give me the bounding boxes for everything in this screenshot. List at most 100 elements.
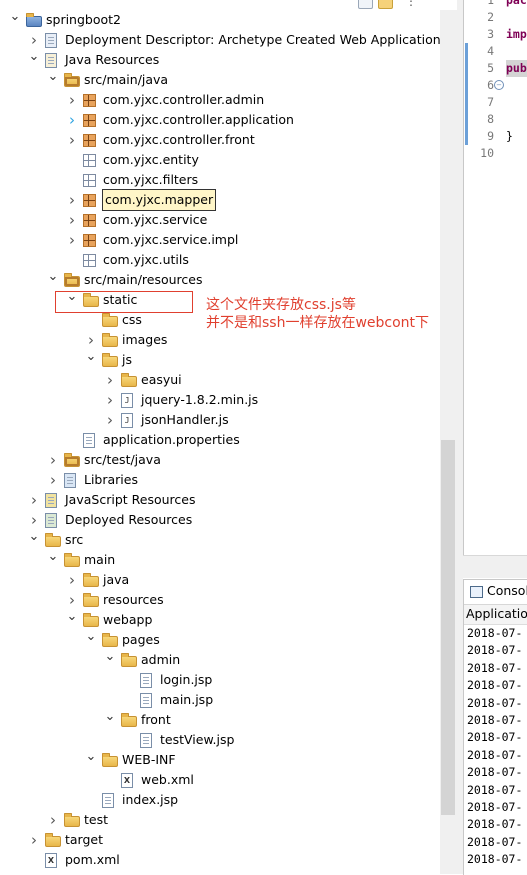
collapse-chevron-icon[interactable]: › <box>69 211 75 229</box>
expand-chevron-icon[interactable]: ⌄ <box>85 749 97 764</box>
tree-item-src-main-java[interactable]: ⌄src/main/java <box>0 70 440 90</box>
tree-item-controller-application[interactable]: ›com.yjxc.controller.application <box>0 110 440 130</box>
expand-chevron-icon[interactable]: ⌄ <box>85 349 97 364</box>
collapse-chevron-icon[interactable]: › <box>31 511 37 529</box>
editor-horizontal-scrollbar[interactable] <box>463 555 527 578</box>
fold-toggle-icon[interactable]: − <box>494 80 504 90</box>
package-icon <box>83 94 96 107</box>
tree-item-javascript-resources[interactable]: ›JavaScript Resources <box>0 490 440 510</box>
tree-item-label: web.xml <box>141 772 194 787</box>
link-with-editor-icon[interactable] <box>378 0 393 9</box>
tree-item-testview-jsp[interactable]: testView.jsp <box>0 730 440 750</box>
code-line[interactable]: } <box>506 129 513 143</box>
expand-chevron-icon[interactable]: ⌄ <box>47 549 59 564</box>
collapse-chevron-icon[interactable]: › <box>31 491 37 509</box>
tree-item-webapp[interactable]: ⌄webapp <box>0 610 440 630</box>
tree-item-deployment-descriptor[interactable]: ›Deployment Descriptor: Archetype Create… <box>0 30 441 50</box>
collapse-chevron-icon[interactable]: › <box>69 591 75 609</box>
code-line[interactable]: imp <box>506 27 527 41</box>
tree-item-java[interactable]: ›java <box>0 570 440 590</box>
tree-item-resources[interactable]: › resources <box>0 590 440 610</box>
collapse-chevron-icon[interactable]: › <box>69 131 75 149</box>
expand-chevron-icon[interactable]: ⌄ <box>47 269 59 284</box>
collapse-chevron-icon[interactable]: › <box>107 411 113 429</box>
collapse-chevron-icon[interactable]: › <box>107 391 113 409</box>
expand-chevron-icon[interactable]: ⌄ <box>28 529 40 544</box>
collapse-chevron-icon[interactable]: › <box>107 371 113 389</box>
code-line[interactable]: pub <box>506 60 527 77</box>
tree-item-js[interactable]: ⌄js <box>0 350 440 370</box>
tree-item-label: com.yjxc.controller.admin <box>103 92 265 107</box>
tree-item-login-jsp[interactable]: login.jsp <box>0 670 440 690</box>
tree-item-springboot2[interactable]: ⌄springboot2 <box>0 10 440 30</box>
collapse-chevron-icon[interactable]: › <box>88 331 94 349</box>
tree-item-pages[interactable]: ⌄ pages <box>0 630 440 650</box>
collapse-chevron-icon[interactable]: › <box>50 451 56 469</box>
tree-item-images[interactable]: ›images <box>0 330 440 350</box>
tree-item-libraries[interactable]: ›Libraries <box>0 470 440 490</box>
line-number: 3 <box>487 27 494 41</box>
tree-item-main-jsp[interactable]: main.jsp <box>0 690 440 710</box>
tree-item-utils[interactable]: com.yjxc.utils <box>0 250 440 270</box>
tree-item-label: pages <box>122 632 160 647</box>
annotation-line-2: 并不是和ssh一样存放在webcont下 <box>206 315 430 331</box>
expand-chevron-icon[interactable]: ⌄ <box>85 629 97 644</box>
tree-item-css[interactable]: css <box>0 310 440 330</box>
tree-item-index-jsp[interactable]: index.jsp <box>0 790 440 810</box>
tree-item-src-main-resources[interactable]: ⌄src/main/resources <box>0 270 440 290</box>
tree-item-test[interactable]: ›test <box>0 810 440 830</box>
view-menu-icon[interactable]: ⋮ <box>405 0 417 8</box>
expand-chevron-icon[interactable]: ⌄ <box>47 69 59 84</box>
collapse-chevron-icon[interactable]: › <box>69 571 75 589</box>
tree-item-target[interactable]: ›target <box>0 830 440 850</box>
collapse-chevron-icon[interactable]: › <box>69 231 75 249</box>
console-tab-label: Consol <box>487 583 527 598</box>
tree-item-web-inf[interactable]: ⌄WEB-INF <box>0 750 440 770</box>
code-line[interactable]: pac <box>506 0 527 7</box>
tree-item-filters[interactable]: com.yjxc.filters <box>0 170 440 190</box>
collapse-chevron-icon[interactable]: › <box>31 31 37 49</box>
tree-item-label: src/test/java <box>84 452 161 467</box>
tree-item-admin[interactable]: ⌄admin <box>0 650 440 670</box>
collapse-chevron-icon[interactable]: › <box>69 191 75 209</box>
expand-chevron-icon[interactable]: ⌄ <box>28 49 40 64</box>
console-line: 2018-07- <box>467 713 523 727</box>
tree-item-mapper[interactable]: ›com.yjxc.mapper <box>0 189 440 211</box>
tree-item-src[interactable]: ⌄src <box>0 530 440 550</box>
package-icon <box>83 134 96 147</box>
empty-package-icon <box>83 254 96 267</box>
scrollbar-thumb[interactable] <box>441 440 455 815</box>
tree-item-easyui[interactable]: ›easyui <box>0 370 440 390</box>
expand-chevron-icon[interactable]: ⌄ <box>66 609 78 624</box>
expand-chevron-icon[interactable]: ⌄ <box>66 289 78 304</box>
console-tab[interactable]: Consol <box>464 580 527 605</box>
tree-item-deployed-resources[interactable]: ›Deployed Resources <box>0 510 440 530</box>
tree-item-controller-admin[interactable]: › com.yjxc.controller.admin <box>0 90 440 110</box>
tree-item-front[interactable]: ⌄front <box>0 710 440 730</box>
tree-item-controller-front[interactable]: ›com.yjxc.controller.front <box>0 130 440 150</box>
tree-item-service-impl[interactable]: ›com.yjxc.service.impl <box>0 230 440 250</box>
tree-item-entity[interactable]: com.yjxc.entity <box>0 150 440 170</box>
collapse-chevron-icon[interactable]: › <box>69 111 75 129</box>
collapse-chevron-icon[interactable]: › <box>50 471 56 489</box>
tree-item-src-test-java[interactable]: › src/test/java <box>0 450 440 470</box>
expand-chevron-icon[interactable]: ⌄ <box>9 9 21 24</box>
collapse-all-icon[interactable] <box>358 0 373 9</box>
tree-item-main[interactable]: ⌄main <box>0 550 440 570</box>
tree-item-label: resources <box>103 592 164 607</box>
expand-chevron-icon[interactable]: ⌄ <box>104 649 116 664</box>
tree-item-static[interactable]: ⌄static <box>0 290 440 310</box>
tree-item-application-properties[interactable]: application.properties <box>0 430 440 450</box>
tree-item-java-resources[interactable]: ⌄Java Resources <box>0 50 440 70</box>
tree-item-service[interactable]: ›com.yjxc.service <box>0 210 440 230</box>
expand-chevron-icon[interactable]: ⌄ <box>104 709 116 724</box>
collapse-chevron-icon[interactable]: › <box>50 811 56 829</box>
collapse-chevron-icon[interactable]: › <box>31 831 37 849</box>
collapse-chevron-icon[interactable]: › <box>69 91 75 109</box>
pane-divider[interactable] <box>457 0 463 874</box>
